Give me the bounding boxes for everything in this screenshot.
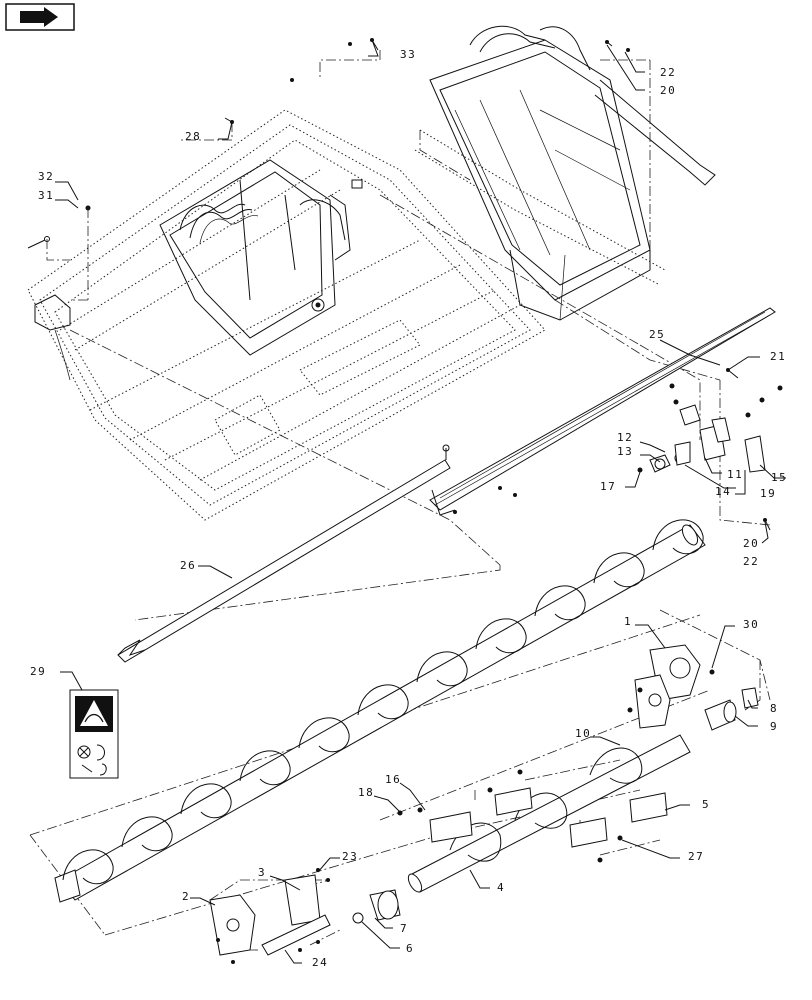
left-end-bearing-assembly [209, 868, 401, 964]
callout-14: 14 [715, 485, 731, 498]
callout-31: 31 [38, 189, 54, 202]
callout-28: 28 [185, 130, 201, 143]
callout-4: 4 [497, 881, 505, 894]
callout-27: 27 [688, 850, 704, 863]
callout-22b: 22 [743, 555, 759, 568]
callout-22a: 22 [660, 66, 676, 79]
strap-part [117, 444, 451, 663]
callout-11: 11 [727, 468, 743, 481]
callout-25: 25 [649, 328, 665, 341]
callout-3: 3 [258, 866, 266, 879]
knife-strip-part [429, 307, 776, 516]
next-page-arrow-icon[interactable] [5, 3, 75, 31]
callout-30: 30 [743, 618, 759, 631]
callout-21: 21 [770, 350, 786, 363]
callout-labels: 33 28 32 31 22 20 25 21 12 13 11 15 14 1… [30, 48, 787, 969]
callout-7: 7 [400, 922, 408, 935]
auger-tube-part [54, 519, 706, 903]
callout-26: 26 [180, 559, 196, 572]
callout-10: 10 [575, 727, 591, 740]
safety-decal-part [69, 689, 119, 779]
callout-1: 1 [624, 615, 632, 628]
callout-5: 5 [702, 798, 710, 811]
callout-13: 13 [617, 445, 633, 458]
feeder-house-assembly [414, 25, 716, 321]
callout-24: 24 [312, 956, 328, 969]
callout-18: 18 [358, 786, 374, 799]
callout-9: 9 [770, 720, 778, 733]
bracket-hardware-cluster [637, 368, 783, 531]
assembly-guide-lines [29, 50, 771, 951]
callout-leaders [55, 39, 786, 964]
callout-8: 8 [770, 702, 778, 715]
callout-6: 6 [406, 942, 414, 955]
callout-17: 17 [600, 480, 616, 493]
right-end-bearing-assembly [627, 644, 759, 731]
callout-2: 2 [182, 890, 190, 903]
callout-20a: 20 [660, 84, 676, 97]
callout-33: 33 [400, 48, 416, 61]
callout-23: 23 [342, 850, 358, 863]
callout-29: 29 [30, 665, 46, 678]
callout-15: 15 [771, 471, 787, 484]
u-bracket-set [397, 769, 668, 863]
callout-32: 32 [38, 170, 54, 183]
callout-20b: 20 [743, 537, 759, 550]
callout-12: 12 [617, 431, 633, 444]
callout-16: 16 [385, 773, 401, 786]
header-frame-assembly [27, 38, 546, 521]
callout-19: 19 [760, 487, 776, 500]
